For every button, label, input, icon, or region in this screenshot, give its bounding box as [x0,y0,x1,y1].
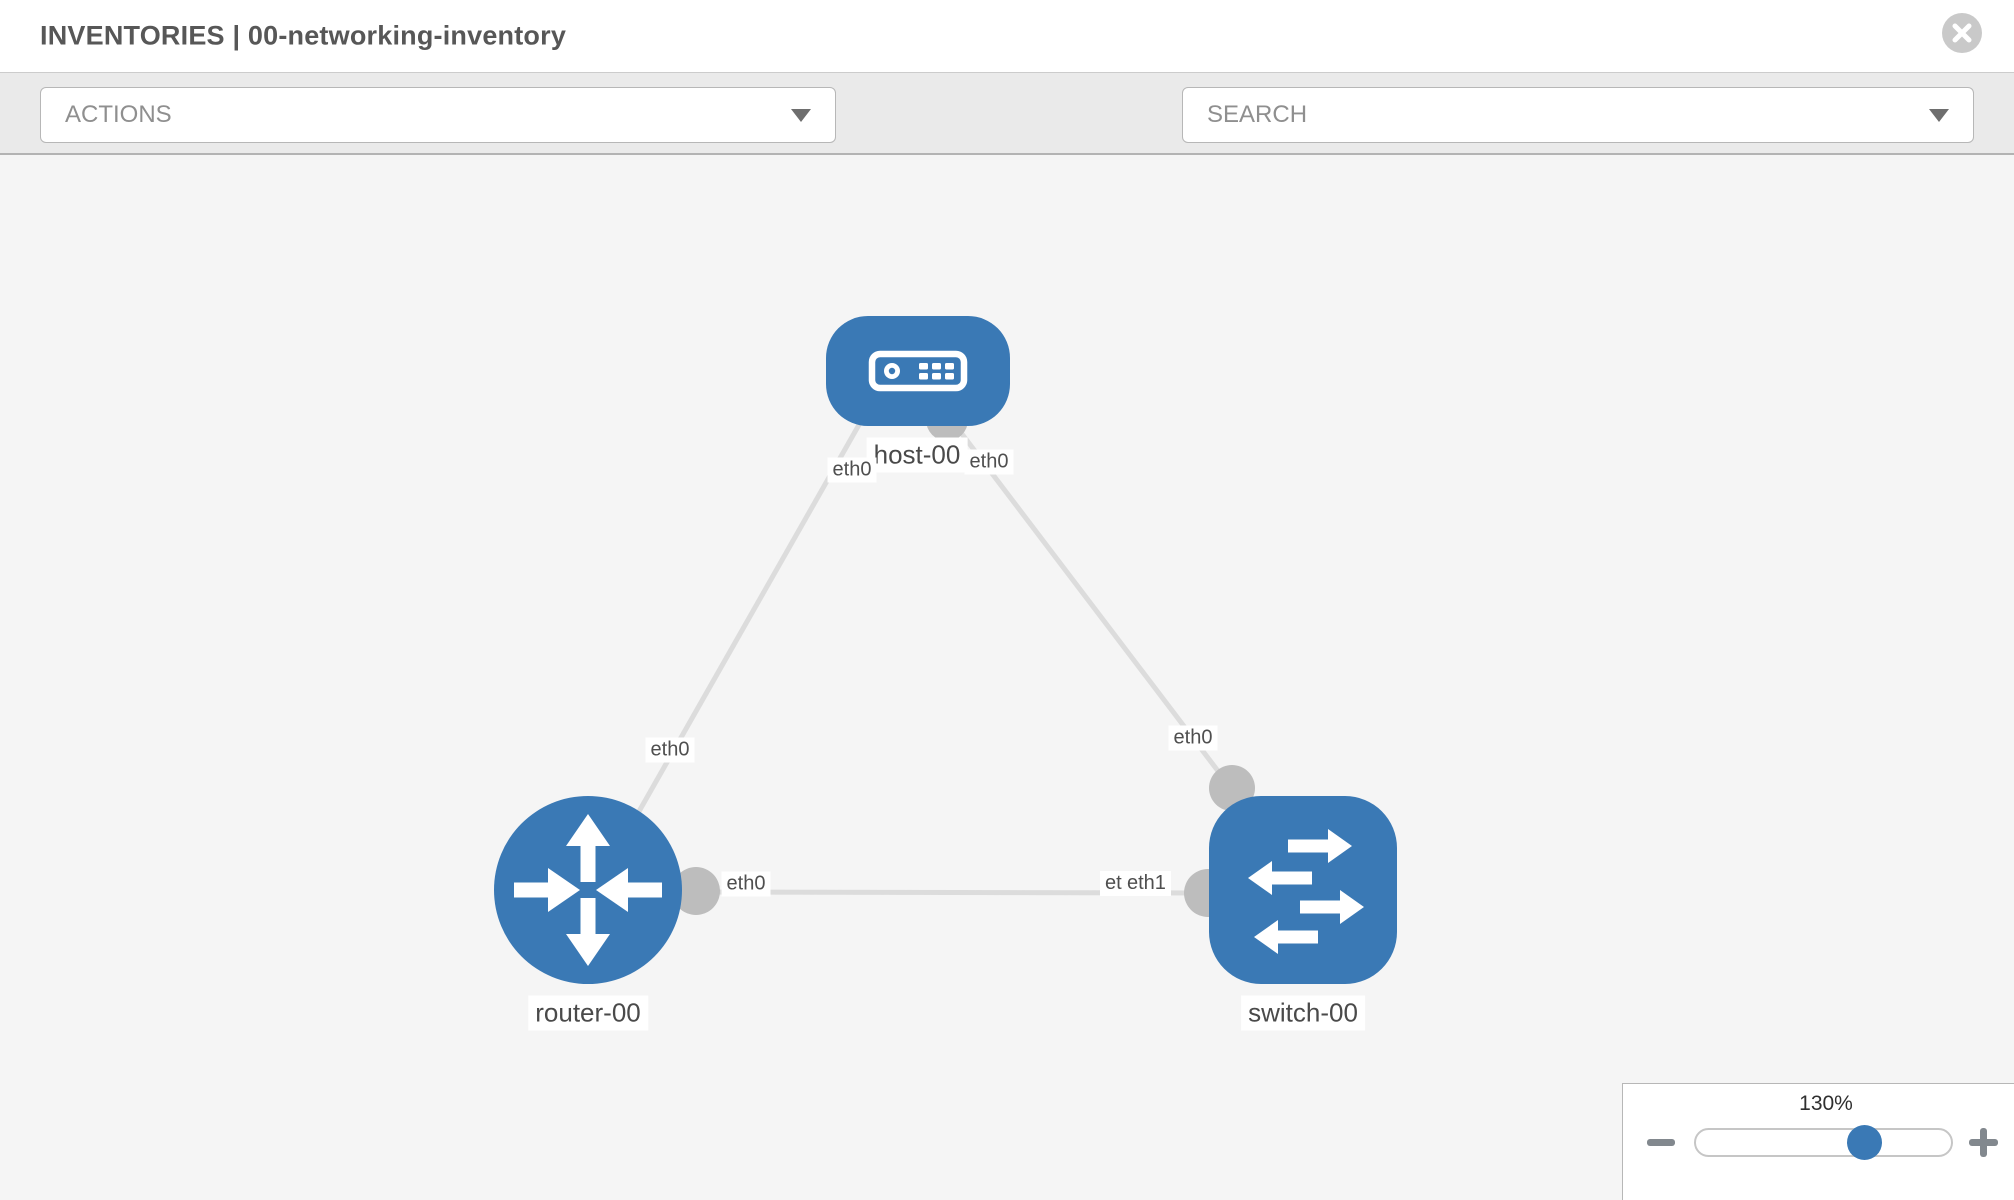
interface-label: eth0 [827,457,877,483]
router-icon [514,814,662,966]
node-label-router: router-00 [528,995,648,1031]
node-router-00[interactable] [494,796,682,984]
zoom-panel: 130% [1622,1083,2014,1200]
caret-down-icon [1929,108,1949,122]
zoom-in-button[interactable] [1969,1128,1998,1157]
node-label-switch: switch-00 [1241,995,1365,1031]
node-switch-00[interactable] [1209,796,1397,984]
actions-dropdown-label: ACTIONS [65,101,172,128]
switch-icon [1248,829,1364,954]
zoom-slider-knob[interactable] [1847,1125,1882,1160]
zoom-level: 130% [1799,1092,1853,1115]
interface-label: eth1 [1122,871,1171,896]
close-icon [1952,23,1972,43]
caret-down-icon [791,108,811,122]
header: INVENTORIES | 00-networking-inventory [0,0,2014,72]
search-dropdown-label: SEARCH [1207,101,1308,128]
page-title: INVENTORIES | 00-networking-inventory [40,20,567,51]
zoom-slider-track[interactable] [1694,1128,1953,1157]
search-dropdown[interactable]: SEARCH [1182,87,1974,143]
interface-label: eth0 [645,737,695,763]
close-button[interactable] [1942,13,1982,53]
plus-icon [1969,1128,1998,1157]
interface-label: eth0 [1168,725,1218,751]
interface-label: eth0 [964,449,1014,475]
toolbar: ACTIONS SEARCH [0,72,2014,206]
topology-canvas[interactable]: host-00 router-00 switch-00 eth0 eth0 et… [0,155,2014,1200]
host-icon [868,350,968,392]
interface-label: eth0 [721,871,771,897]
port-router-eth0 [672,867,720,915]
zoom-out-button[interactable] [1647,1139,1675,1146]
links-layer [597,399,1255,917]
actions-dropdown[interactable]: ACTIONS [40,87,836,143]
node-host-00[interactable] [826,316,1010,426]
link-host-router [597,421,863,882]
node-label-host: host-00 [866,437,968,473]
